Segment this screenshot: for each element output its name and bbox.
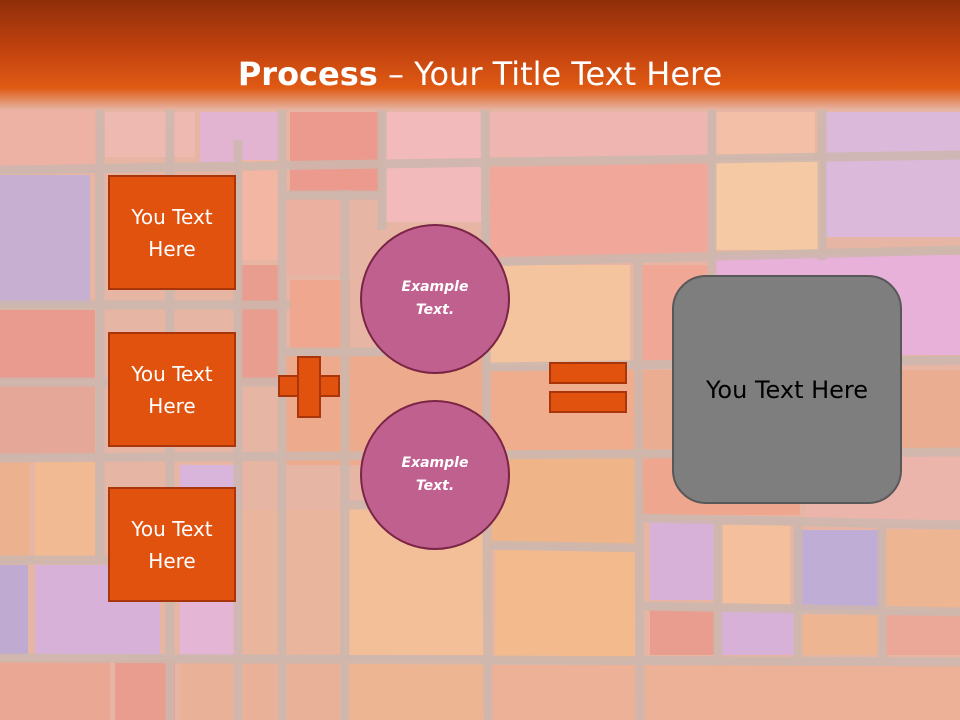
text-box-label: You Text Here: [131, 361, 213, 418]
text-box-3: You Text Here: [108, 487, 236, 602]
title-rest: Your Title Text Here: [414, 55, 723, 93]
example-circle-2: Example Text.: [360, 400, 510, 550]
slide-title: Process – Your Title Text Here: [0, 52, 960, 96]
result-box: You Text Here: [672, 275, 902, 504]
text-box-label: You Text Here: [131, 516, 213, 573]
text-box-1: You Text Here: [108, 175, 236, 290]
result-label: You Text Here: [705, 375, 869, 404]
text-box-2: You Text Here: [108, 332, 236, 447]
equals-bar-top: [549, 362, 627, 384]
circle-label: Example Text.: [401, 279, 469, 318]
text-box-label: You Text Here: [131, 204, 213, 261]
title-bar: [0, 0, 960, 110]
example-circle-1: Example Text.: [360, 224, 510, 374]
plus-center: [299, 377, 319, 395]
title-bold: Process: [237, 55, 378, 93]
circle-label: Example Text.: [401, 455, 469, 494]
equals-bar-bottom: [549, 391, 627, 413]
title-dash: –: [377, 55, 415, 93]
